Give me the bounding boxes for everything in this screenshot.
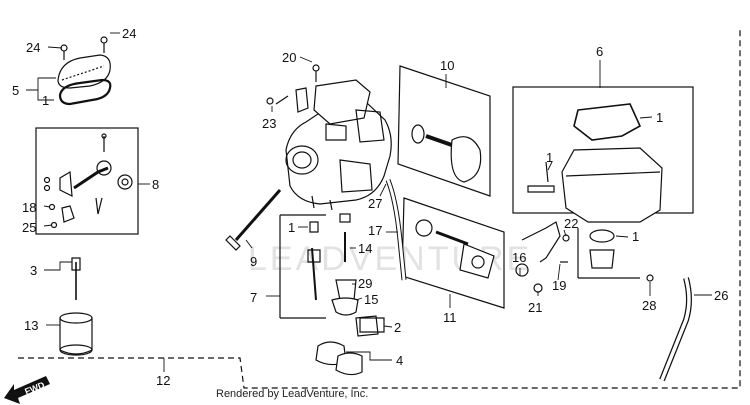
callout-1-screw: 1 [546,150,553,165]
callout-1-jet: 1 [288,220,295,235]
callout-17: 17 [368,223,382,238]
accelerator-pump[interactable] [415,219,495,279]
callout-13: 13 [24,318,38,333]
callout-4: 4 [396,353,403,368]
callout-24-right: 24 [122,26,136,41]
callout-28: 28 [642,298,656,313]
callout-18: 18 [22,200,36,215]
callout-11: 11 [443,310,457,325]
drain-hose[interactable] [646,274,692,382]
callout-29: 29 [358,276,372,291]
callout-3: 3 [30,263,37,278]
choke-lever[interactable] [515,221,570,293]
callout-9: 9 [250,254,257,269]
boundary-line-12 [18,28,741,389]
callout-6: 6 [596,44,603,59]
callout-23: 23 [262,116,276,131]
callout-2: 2 [394,320,401,335]
hose-clamps[interactable] [315,317,385,376]
leader-lines [26,32,712,372]
choke-cable[interactable] [225,189,282,251]
callout-24-left: 24 [26,40,40,55]
callout-labels: 24 24 5 1 8 18 25 3 13 12 20 23 10 9 7 1… [12,26,728,388]
callout-14: 14 [358,241,372,256]
vacuum-diaphragm[interactable] [411,124,482,183]
callout-20: 20 [282,50,296,65]
callout-27: 27 [368,196,382,211]
callout-1-gasket: 1 [656,110,663,125]
callout-7: 7 [250,290,257,305]
float-bowl[interactable] [527,103,663,223]
main-jet-set[interactable] [331,213,379,337]
callout-1-cover: 1 [42,93,49,108]
forward-arrow-icon: FWD [4,376,50,404]
fwd-label: FWD [23,380,46,397]
drain-plug[interactable] [589,229,615,269]
callout-25: 25 [22,220,36,235]
throttle-linkage[interactable] [43,133,133,229]
callout-16: 16 [512,250,526,265]
group-box-10 [397,65,491,197]
callout-12: 12 [156,373,170,388]
callout-19: 19 [552,278,566,293]
group-box-8 [35,127,139,235]
jet-needle-set[interactable] [307,221,321,301]
callout-22: 22 [564,216,578,231]
callout-21: 21 [528,300,542,315]
carburetor-body[interactable] [266,64,392,211]
callout-26: 26 [714,288,728,303]
callout-15: 15 [364,292,378,307]
callout-8: 8 [152,177,159,192]
callout-1-oring: 1 [632,229,639,244]
callout-5: 5 [12,83,19,98]
callout-10: 10 [440,58,454,73]
float-chamber-cover[interactable] [57,36,112,106]
footer-credit: Rendered by LeadVenture, Inc. [216,388,369,400]
throttle-valve[interactable] [59,257,93,356]
